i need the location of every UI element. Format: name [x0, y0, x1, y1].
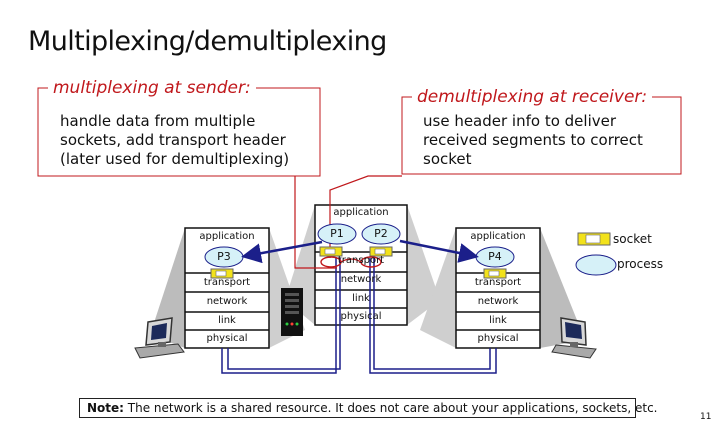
computer-left-icon [134, 317, 185, 359]
note-box: Note: The network is a shared resource. … [79, 398, 658, 418]
right-network-label: network [477, 296, 519, 307]
center-network-label: network [340, 274, 382, 285]
computer-right-icon [551, 317, 597, 359]
left-link-label: link [218, 315, 236, 326]
mux-callout-frame [37, 87, 321, 177]
right-application-label: application [470, 231, 526, 242]
right-link-label: link [489, 315, 507, 326]
socket-left [210, 268, 234, 279]
demux-line-1: use header info to deliver [423, 112, 617, 130]
stack-shadow-right [420, 228, 456, 348]
mux-callout-text: handle data from multiple sockets, add t… [60, 112, 289, 169]
note-text: The network is a shared resource. It doe… [123, 401, 658, 415]
left-application-label: application [199, 231, 255, 242]
page-number: 11 [700, 412, 712, 422]
router-icon [281, 288, 303, 336]
mux-line-2: sockets, add transport header [60, 131, 286, 149]
demux-line-2: received segments to correct [423, 131, 643, 149]
process-p3-label: P3 [217, 250, 231, 263]
center-link-label: link [352, 293, 370, 304]
right-transport-label: transport [474, 277, 522, 288]
network-path [221, 258, 497, 374]
socket-center-2 [369, 246, 393, 257]
socket-center-1 [319, 246, 343, 257]
left-physical-label: physical [206, 333, 248, 344]
demux-callout-heading: demultiplexing at receiver: [412, 87, 653, 107]
process-p1[interactable] [317, 223, 357, 245]
stack-shadow-right-right [540, 228, 585, 348]
arrow-to-p4 [399, 239, 479, 263]
center-application-label: application [333, 207, 389, 218]
demux-callout-frame [401, 96, 682, 175]
arrow-to-p3 [241, 240, 323, 264]
process-p1-label: P1 [330, 227, 344, 240]
demux-callout-text: use header info to deliver received segm… [423, 112, 643, 169]
socket-highlight-link [340, 258, 362, 263]
mux-line-3: (later used for demultiplexing) [60, 150, 290, 168]
left-transport-label: transport [203, 277, 251, 288]
process-p2-label: P2 [374, 227, 388, 240]
legend-process-icon [575, 254, 617, 276]
demux-pointer-lines [294, 175, 402, 269]
stack-shadow-left [150, 228, 185, 348]
process-p2[interactable] [361, 223, 401, 245]
process-p4-label: P4 [488, 250, 502, 263]
note-label: Note: [87, 401, 124, 415]
left-network-label: network [206, 296, 248, 307]
mux-callout-heading: multiplexing at sender: [48, 78, 256, 98]
legend-socket-icon [577, 232, 611, 246]
demux-line-3: socket [423, 150, 472, 168]
center-physical-label: physical [340, 311, 382, 322]
stack-shadow-center-right [407, 205, 440, 325]
legend-socket-label: socket [613, 232, 652, 246]
center-transport-label: transport [337, 255, 385, 266]
socket-right [483, 268, 507, 279]
mux-line-1: handle data from multiple [60, 112, 256, 130]
slide-title: Multiplexing/demultiplexing [28, 26, 387, 57]
right-physical-label: physical [477, 333, 519, 344]
legend-process-label: process [617, 257, 664, 271]
